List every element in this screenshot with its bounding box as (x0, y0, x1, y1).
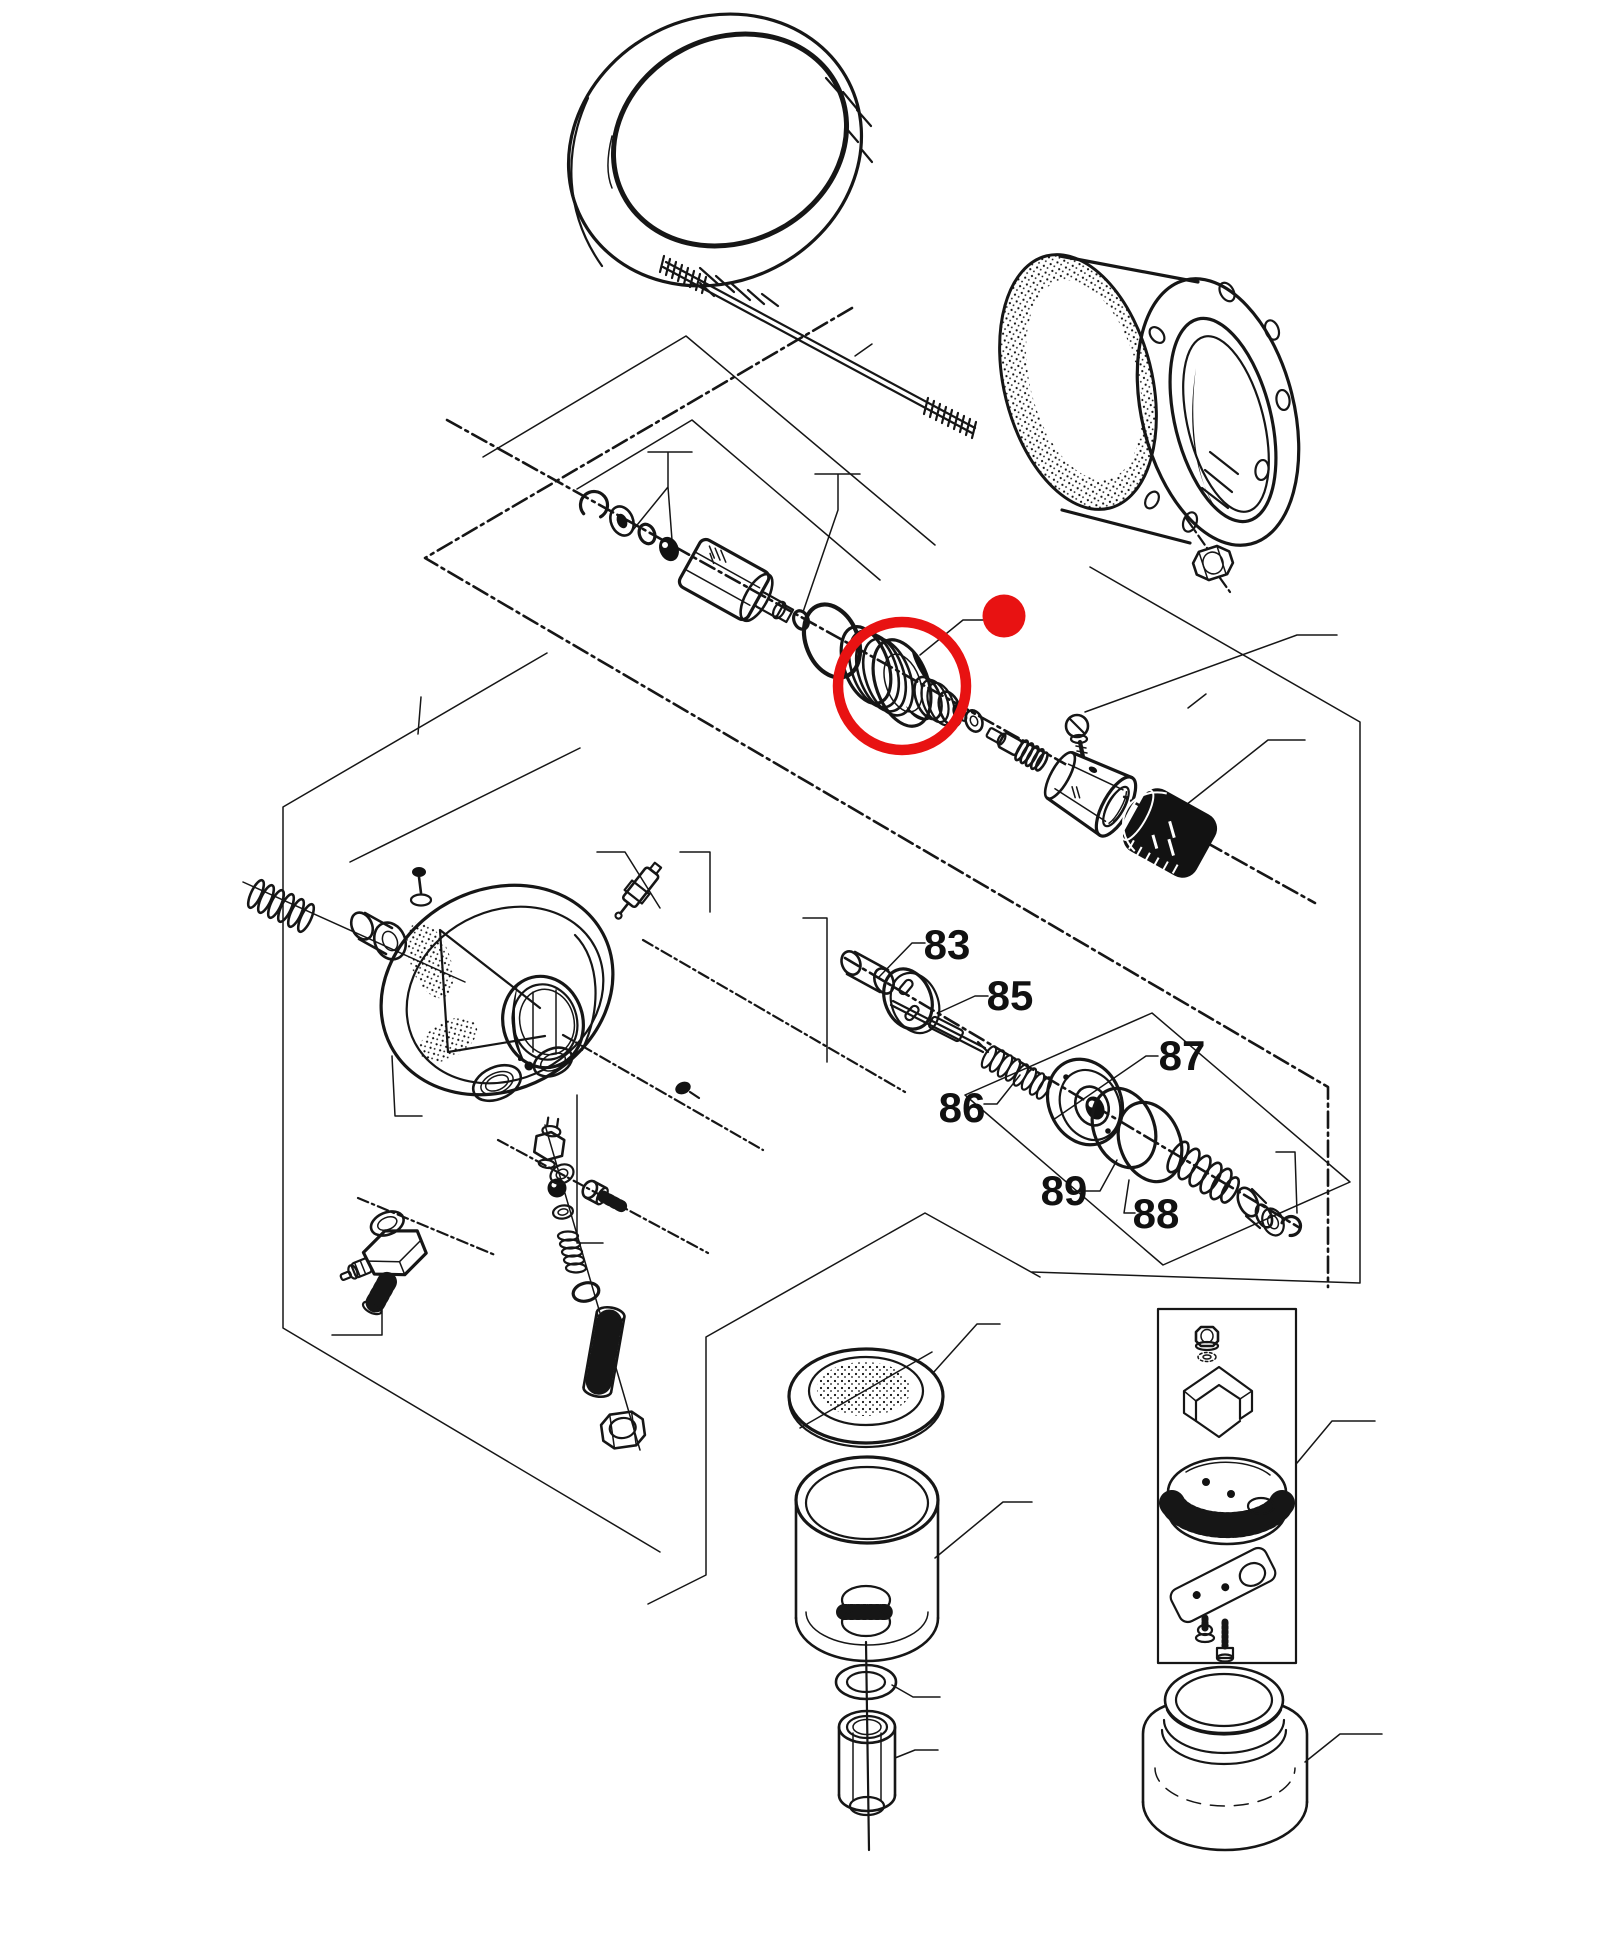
plug-with-washer (349, 911, 408, 961)
leader-lines (331, 343, 1383, 1763)
hex-coupling-nut (837, 1709, 897, 1817)
spring-plug-chain (242, 878, 466, 983)
kit-u-bracket (1182, 1365, 1254, 1439)
stepped-spindle (985, 727, 1049, 772)
band-hatch-top (824, 76, 874, 164)
governor-assembly (840, 950, 1303, 1238)
upper-assembly (578, 489, 1218, 878)
part-88-o-ring (1116, 1100, 1184, 1184)
housing-port-left (471, 1063, 523, 1103)
highlight-annotation (832, 594, 1026, 756)
kit-washer (1197, 1351, 1217, 1363)
check-valve-chain (533, 1116, 647, 1451)
red-highlight-circle (832, 616, 972, 756)
coil-spring-left (246, 878, 316, 934)
valve-fitting (533, 1116, 566, 1170)
washer-chain (549, 1163, 575, 1185)
filter-lid-and-cup (787, 1347, 945, 1852)
glass-bowl (1141, 1665, 1309, 1852)
kit-screw-2 (1215, 1618, 1235, 1663)
label-89: 89 (1041, 1167, 1088, 1214)
kit-nut (1194, 1325, 1220, 1352)
knurled-cap (1120, 788, 1218, 878)
filter-cup (794, 1455, 940, 1663)
cup-washer (834, 1663, 898, 1701)
socket-screw (581, 1179, 628, 1213)
tiny-bolt (675, 1081, 691, 1095)
ferrule (659, 536, 679, 562)
flanged-drum (998, 253, 1301, 594)
part-86-spring (980, 1045, 1053, 1100)
e-clip (1279, 1214, 1303, 1238)
drum-nut (1191, 544, 1235, 582)
threaded-rod (658, 254, 978, 440)
coil-spring-valve (556, 1230, 588, 1274)
bleed-valve (614, 861, 663, 920)
spring-seat (1236, 1186, 1285, 1237)
kit-plate (1169, 1546, 1277, 1624)
seal-ring-small (637, 522, 657, 546)
cap-nut (599, 1410, 647, 1450)
kit-screw-1 (1194, 1614, 1216, 1644)
part-83-cable-disc (840, 950, 941, 1035)
check-ball (547, 1178, 567, 1198)
boundary-lines (282, 306, 1361, 1605)
elbow-fitting (339, 1210, 428, 1316)
o-ring-valve (571, 1281, 601, 1303)
hex-union (677, 537, 795, 624)
slotted-screw (1064, 713, 1090, 760)
drum-bolt-holes (1144, 281, 1291, 533)
washer-below-ball (551, 1204, 575, 1220)
service-kit-box (1156, 1307, 1298, 1665)
kit-knurled-dial (1159, 1456, 1295, 1546)
part-87-diaphragm (1045, 1057, 1125, 1147)
governor-spring (1166, 1140, 1241, 1204)
part-85-rod (889, 999, 990, 1054)
drum-bore-hatch (1200, 450, 1240, 510)
filter-lid (787, 1347, 945, 1449)
seal-washer (964, 709, 984, 733)
washer-small (609, 505, 635, 537)
label-85: 85 (987, 972, 1034, 1019)
housing-port-right (532, 1046, 574, 1078)
label-83: 83 (924, 921, 971, 968)
circlip (578, 489, 610, 521)
label-87: 87 (1159, 1032, 1206, 1079)
part-number-labels: 83 85 86 87 89 88 (924, 921, 1206, 1237)
label-86: 86 (939, 1084, 986, 1131)
spring-tube (582, 1305, 626, 1399)
red-dot-marker (982, 594, 1026, 638)
label-88: 88 (1133, 1190, 1180, 1237)
clamp-band-ring (566, 12, 874, 308)
part-89-o-ring (1090, 1086, 1158, 1170)
coupler-body (1043, 751, 1138, 838)
housing-top-screw (409, 867, 433, 907)
screw-washer-chain (549, 1081, 701, 1213)
pump-housing (379, 861, 663, 1103)
